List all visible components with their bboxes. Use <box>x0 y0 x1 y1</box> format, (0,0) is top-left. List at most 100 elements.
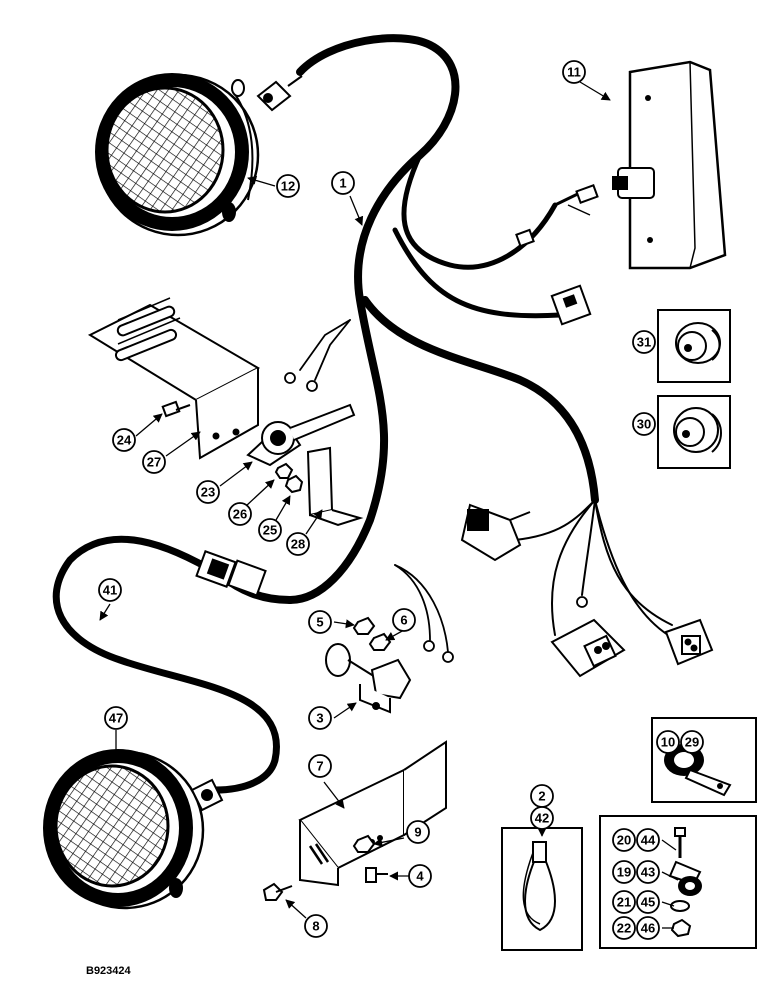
callout-label: 28 <box>291 537 305 552</box>
callout-circle <box>632 330 656 354</box>
callout-label: 41 <box>103 583 117 598</box>
harness-ring-terminals <box>284 372 588 663</box>
callout-6: 6 <box>392 608 416 632</box>
callout-circle <box>636 860 660 884</box>
callout-circle <box>530 806 554 830</box>
callout-42: 42 <box>530 806 554 830</box>
callout-circle <box>331 171 355 195</box>
callout-circle <box>112 428 136 452</box>
callout-circle <box>636 916 660 940</box>
callout-label: 22 <box>617 921 631 936</box>
callout-label: 21 <box>617 895 631 910</box>
callout-circle <box>392 608 416 632</box>
callout-circle <box>304 914 328 938</box>
callout-8: 8 <box>304 914 328 938</box>
callout-circle <box>612 890 636 914</box>
mounting-bracket-27 <box>87 297 261 460</box>
callout-label: 23 <box>201 485 215 500</box>
callout-4: 4 <box>408 864 432 888</box>
callout-label: 10 <box>661 735 675 750</box>
callout-2: 2 <box>530 784 554 808</box>
callout-label: 4 <box>416 869 424 884</box>
callout-circle <box>656 730 680 754</box>
connector-harness-middle <box>550 618 626 678</box>
lamp-bottom-connector <box>190 778 224 812</box>
callout-circle <box>142 450 166 474</box>
callout-circle <box>196 480 220 504</box>
callout-21: 21 <box>612 890 636 914</box>
callout-label: 1 <box>339 176 346 191</box>
callout-circle <box>680 730 704 754</box>
callout-label: 5 <box>316 615 323 630</box>
callout-label: 11 <box>567 65 581 80</box>
callout-label: 43 <box>641 865 655 880</box>
callout-label: 45 <box>641 895 655 910</box>
grommet-30-box <box>657 395 731 469</box>
connector-harness-left <box>460 503 531 562</box>
callout-9: 9 <box>406 820 430 844</box>
callout-label: 29 <box>685 735 699 750</box>
callout-7: 7 <box>308 754 332 778</box>
callout-label: 30 <box>637 417 651 432</box>
callout-circle <box>308 610 332 634</box>
callout-circle <box>308 754 332 778</box>
callout-label: 9 <box>414 825 421 840</box>
callout-circle <box>636 828 660 852</box>
callout-label: 31 <box>637 335 651 350</box>
nuts-5-6 <box>352 616 392 651</box>
callout-3: 3 <box>308 706 332 730</box>
rotary-switch-3 <box>325 643 412 714</box>
nuts-25-26 <box>274 462 304 494</box>
switch-assembly-23 <box>246 403 356 467</box>
figure-reference: B923424 <box>86 965 132 977</box>
callout-19: 19 <box>612 860 636 884</box>
callout-label: 20 <box>617 833 631 848</box>
callout-circle <box>632 412 656 436</box>
callout-5: 5 <box>308 610 332 634</box>
callout-circle <box>612 916 636 940</box>
callout-label: 3 <box>316 711 323 726</box>
callout-label: 47 <box>109 711 123 726</box>
callout-label: 12 <box>281 179 295 194</box>
callout-label: 44 <box>641 833 656 848</box>
callout-circle <box>612 828 636 852</box>
strap-box <box>501 827 583 951</box>
callout-20: 20 <box>612 828 636 852</box>
callout-circle <box>308 706 332 730</box>
grommet-31-box <box>657 309 731 383</box>
callout-27: 27 <box>142 450 166 474</box>
callout-43: 43 <box>636 860 660 884</box>
switch-plug-connectors <box>515 184 599 248</box>
callout-circle <box>286 532 310 556</box>
callout-label: 46 <box>641 921 655 936</box>
harness-connector-right-upper <box>550 284 592 326</box>
screw-4 <box>365 867 388 883</box>
screw-8 <box>262 882 293 901</box>
callout-label: 42 <box>535 811 549 826</box>
callout-circle <box>406 820 430 844</box>
callout-44: 44 <box>636 828 660 852</box>
callout-23: 23 <box>196 480 220 504</box>
lamp-top-connector <box>256 75 303 112</box>
work-lamp-bottom <box>43 749 205 910</box>
callout-label: 26 <box>233 507 247 522</box>
bolt-24 <box>161 400 191 418</box>
small-bracket-28 <box>306 446 364 527</box>
callout-label: 25 <box>263 523 277 538</box>
callout-label: 6 <box>400 613 407 628</box>
callout-31: 31 <box>632 330 656 354</box>
lamp-harness-41 <box>52 535 280 794</box>
callout-26: 26 <box>228 502 252 526</box>
callout-12: 12 <box>276 174 300 198</box>
callout-circle <box>104 706 128 730</box>
callout-label: 19 <box>617 865 631 880</box>
callout-circle <box>612 860 636 884</box>
callout-1: 1 <box>331 171 355 195</box>
callout-10: 10 <box>656 730 680 754</box>
callout-circle <box>228 502 252 526</box>
callout-label: 24 <box>117 433 132 448</box>
callout-circle <box>276 174 300 198</box>
switch-box <box>612 60 727 270</box>
callout-45: 45 <box>636 890 660 914</box>
